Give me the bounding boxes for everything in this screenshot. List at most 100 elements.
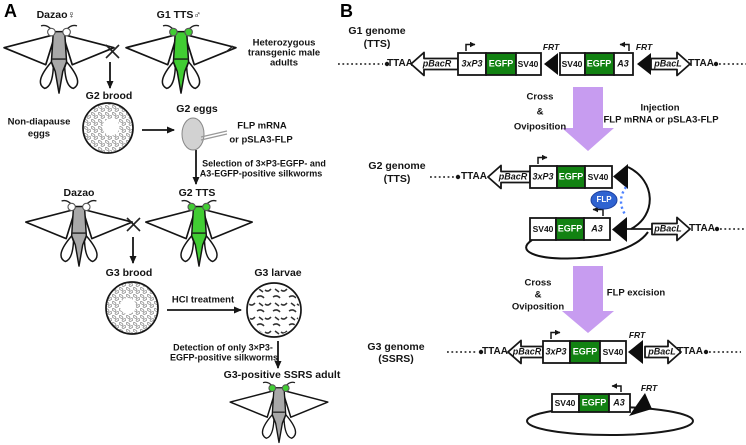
frt-site-icon <box>613 164 628 189</box>
promoter-arrow-right <box>550 329 561 339</box>
frt-site-icon <box>637 53 651 75</box>
cross-icon <box>105 44 120 59</box>
egfp-label: EGFP <box>581 397 607 408</box>
cross-oviposition-note: Oviposition <box>513 121 567 133</box>
cross-oviposition-note: Oviposition <box>511 301 565 313</box>
sv40-label: SV40 <box>517 58 539 69</box>
dazao-female-label: Dazao♀ <box>36 8 76 21</box>
cross-oviposition-note: Cross <box>524 277 552 289</box>
p3-label: 3xP3 <box>545 346 567 357</box>
p3-label: 3xP3 <box>461 58 483 69</box>
g1-construct <box>338 41 746 77</box>
egfp-label: EGFP <box>572 346 598 357</box>
g1-tts-male-label: G1 TTS♂ <box>156 8 202 21</box>
g2-eggs-label: G2 eggs <box>176 102 218 115</box>
needle-icon <box>200 130 228 141</box>
pbacr-label: pBacR <box>498 171 528 182</box>
cross-oviposition-note: & <box>534 289 542 301</box>
g3-brood-eggs <box>105 281 159 335</box>
flp-mrna-label: FLP mRNA <box>237 120 287 132</box>
non-diapause-label: eggs <box>27 128 51 140</box>
sv40-label: SV40 <box>561 58 583 69</box>
egfp-label: EGFP <box>557 223 583 234</box>
sv40-label: SV40 <box>554 397 576 408</box>
g1-tts-male-moth <box>125 24 237 95</box>
psla3-flp-label: or pSLA3-FLP <box>229 134 293 146</box>
pbacl-label: pBacL <box>654 223 682 234</box>
cross-icon <box>126 217 141 232</box>
cross-oviposition-note: Cross <box>526 91 554 103</box>
g1-genome-label: G1 genome <box>348 24 406 37</box>
promoter-arrow-left <box>592 206 604 216</box>
step-arrow-down <box>562 266 614 333</box>
frt-site-icon <box>612 217 627 242</box>
pbacl-arrow <box>651 216 691 242</box>
g2-tts-moth <box>145 199 253 267</box>
g2-tts-label: G2 TTS <box>178 186 216 199</box>
flp-enzyme-icon <box>590 190 618 210</box>
sv40-label: SV40 <box>532 223 554 234</box>
g2-egg-injection <box>181 117 228 151</box>
dazao-female-moth <box>3 24 115 95</box>
egfp-label: EGFP <box>558 171 584 182</box>
ttaa-label: TTAA <box>461 171 487 182</box>
selection-note: Selection of 3×P3-EGFP- and <box>202 158 326 169</box>
flow-arrows <box>106 62 282 369</box>
g3-brood-label: G3 brood <box>105 266 153 279</box>
g3-construct <box>447 329 741 365</box>
g2-construct <box>430 154 746 260</box>
p3-label: 3xP3 <box>532 171 554 182</box>
g1-genome-label: (TTS) <box>363 37 391 50</box>
excised-circle <box>526 383 694 436</box>
ttaa-label: TTAA <box>387 58 413 69</box>
frt-site-icon <box>629 393 652 416</box>
frt-site-icon <box>544 53 558 75</box>
promoter-arrow-right <box>465 41 476 51</box>
dazao-label: Dazao <box>63 186 95 199</box>
sv40-label: SV40 <box>602 346 624 357</box>
flp-label: FLP <box>596 195 612 204</box>
flp-recombination-dots <box>619 186 628 217</box>
loop-curve <box>525 231 649 260</box>
pbacl-arrow <box>644 339 682 365</box>
egfp-label: EGFP <box>488 58 514 69</box>
pbacl-label: pBacL <box>654 58 682 69</box>
a3-label: A3 <box>613 397 625 408</box>
g2-brood-eggs <box>82 102 134 154</box>
detection-note: EGFP-positive silkworms <box>169 352 279 363</box>
g3-larvae-dish <box>246 282 302 338</box>
ttaa-label: TTAA <box>482 346 508 357</box>
panel-b-label: B <box>340 1 353 21</box>
frt-label: FRT <box>635 41 653 52</box>
promoter-arrow-left <box>611 383 622 392</box>
panel-a-label: A <box>4 1 17 21</box>
a3-label: A3 <box>591 223 603 234</box>
step-arrow-down <box>562 87 614 151</box>
g2-genome-label: (TTS) <box>383 172 411 185</box>
pbacr-label: pBacR <box>512 346 542 357</box>
hetero-note: transgenic male <box>247 47 321 59</box>
frt-label: FRT <box>542 41 560 52</box>
ttaa-label: TTAA <box>689 223 715 234</box>
hetero-note: adults <box>270 57 298 69</box>
sv40-label: SV40 <box>587 171 609 182</box>
frt-site-icon <box>628 340 643 364</box>
g3-genome-label: (SSRS) <box>378 352 414 365</box>
injection-note: Injection <box>640 102 680 114</box>
non-diapause-label: Non-diapause <box>7 116 71 128</box>
pbacr-label: pBacR <box>422 58 452 69</box>
hetero-note: Heterozygous <box>252 37 316 49</box>
g3-ssrs-adult-moth <box>229 381 329 444</box>
pbacl-label: pBacL <box>648 346 676 357</box>
loop-curve <box>627 166 651 230</box>
egfp-label: EGFP <box>586 58 612 69</box>
g2-genome-label: G2 genome <box>368 159 426 172</box>
g2-brood-label: G2 brood <box>85 89 133 102</box>
ttaa-label: TTAA <box>688 58 714 69</box>
g3-larvae-label: G3 larvae <box>254 266 302 279</box>
g3-adult-label: G3-positive SSRS adult <box>223 368 341 381</box>
frt-label: FRT <box>640 382 658 393</box>
pbacl-arrow <box>650 51 691 77</box>
